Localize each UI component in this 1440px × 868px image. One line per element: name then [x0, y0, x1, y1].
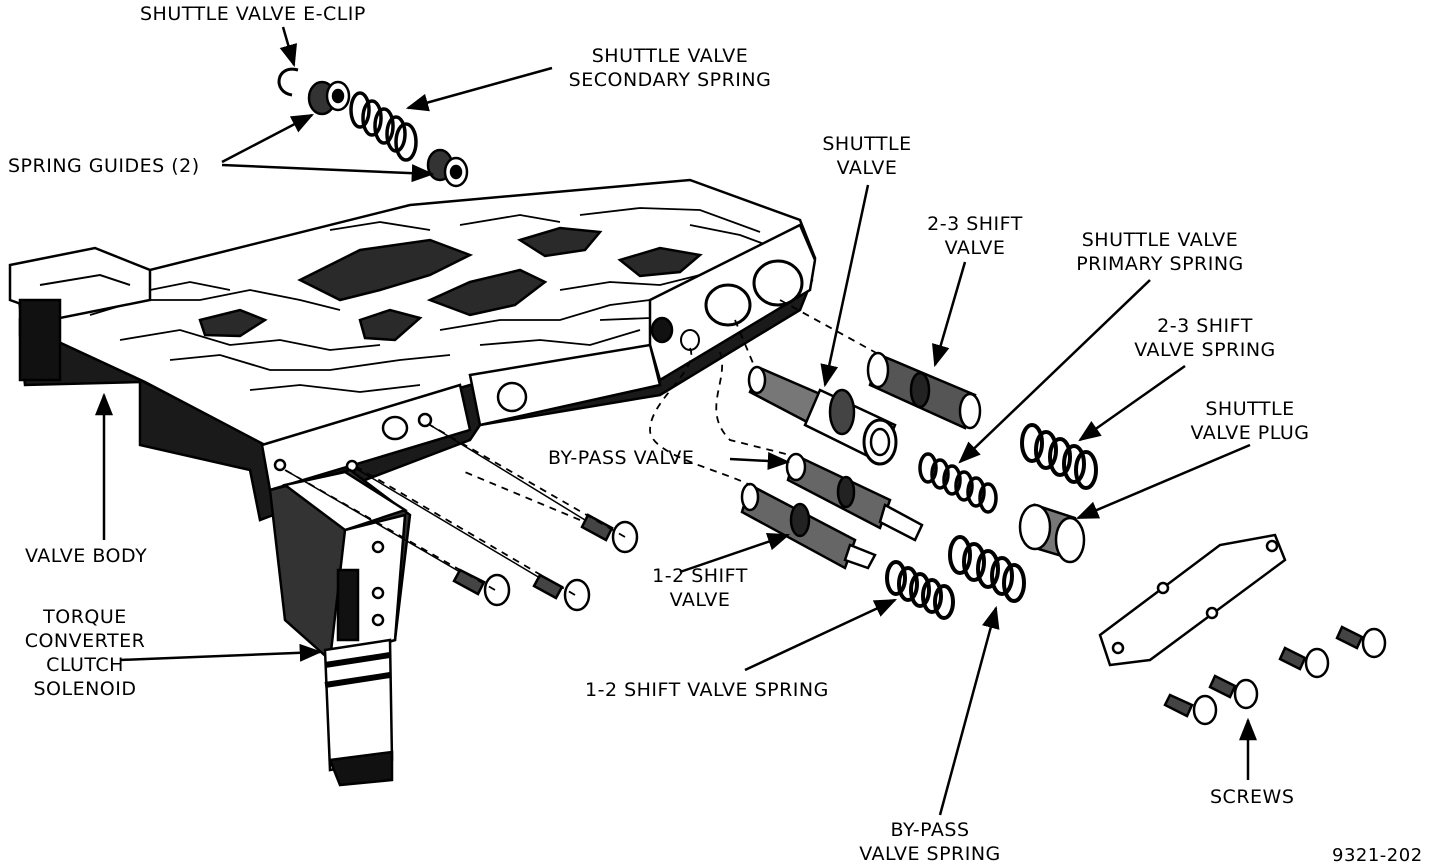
label-line: SHUTTLE VALVE	[1081, 229, 1239, 251]
by-pass-valve-part	[785, 452, 924, 542]
label-line: CLUTCH	[46, 654, 124, 676]
label-line: SHUTTLE	[1205, 398, 1295, 420]
label-shift-valve-1-2: 1-2 SHIFT VALVE	[640, 564, 760, 612]
label-by-pass-valve: BY-PASS VALVE	[548, 447, 695, 469]
label-shuttle-valve: SHUTTLE VALVE	[812, 132, 922, 180]
shift-valve-1-2-part	[740, 482, 877, 570]
label-line: BY-PASS	[890, 819, 970, 841]
shuttle-valve-plug-part	[1018, 503, 1086, 564]
label-line: VALVE PLUG	[1190, 422, 1310, 444]
label-spring-guides: SPRING GUIDES (2)	[8, 155, 200, 177]
shuttle-valve-part	[747, 365, 898, 466]
label-screws: SCREWS	[1210, 786, 1295, 808]
label-line: VALVE	[836, 157, 898, 179]
label-torque-converter-clutch-solenoid: TORQUE CONVERTER CLUTCH SOLENOID	[10, 605, 160, 701]
label-shuttle-valve-e-clip: SHUTTLE VALVE E-CLIP	[140, 3, 366, 25]
label-shift-valve-2-3: 2-3 SHIFT VALVE	[920, 212, 1030, 260]
shuttle-valve-e-clip-part	[277, 67, 299, 97]
valve-body	[8, 178, 817, 522]
label-line: VALVE SPRING	[1134, 339, 1276, 361]
label-shuttle-valve-primary-spring: SHUTTLE VALVE PRIMARY SPRING	[1060, 228, 1260, 276]
label-line: TORQUE	[43, 606, 127, 628]
label-line: VALVE	[669, 589, 731, 611]
shuttle-valve-secondary-spring-part	[349, 91, 418, 162]
leader-arrows	[95, 26, 1257, 816]
label-shuttle-valve-secondary-spring: SHUTTLE VALVE SECONDARY SPRING	[555, 44, 785, 92]
label-line: VALVE SPRING	[859, 843, 1001, 865]
label-line: 1-2 SHIFT	[652, 565, 748, 587]
label-line: SECONDARY SPRING	[568, 69, 772, 91]
label-line: PRIMARY SPRING	[1076, 253, 1244, 275]
label-line: SHUTTLE	[822, 133, 912, 155]
label-shuttle-valve-plug: SHUTTLE VALVE PLUG	[1170, 397, 1330, 445]
label-valve-body: VALVE BODY	[25, 545, 148, 567]
figure-id: 9321-202	[1332, 845, 1423, 866]
by-pass-valve-spring-part	[948, 535, 1026, 603]
spring-guide-upper-part	[307, 80, 351, 116]
shuttle-valve-primary-spring-part	[918, 452, 998, 514]
label-line: CONVERTER	[24, 630, 146, 652]
label-shift-valve-spring-2-3: 2-3 SHIFT VALVE SPRING	[1125, 314, 1285, 362]
label-line: SHUTTLE VALVE	[591, 45, 749, 67]
label-line: VALVE	[944, 237, 1006, 259]
screw-leader-lines	[284, 424, 586, 579]
label-by-pass-valve-spring: BY-PASS VALVE SPRING	[840, 818, 1020, 866]
label-line: 2-3 SHIFT	[1157, 315, 1253, 337]
shift-valve-spring-1-2-part	[885, 560, 955, 620]
label-shift-valve-spring-1-2: 1-2 SHIFT VALVE SPRING	[585, 679, 829, 701]
torque-converter-clutch-solenoid-part	[268, 468, 412, 787]
spring-guide-lower-part	[426, 148, 469, 188]
cover-plate-part	[1098, 533, 1287, 667]
shift-valve-2-3-part	[866, 351, 982, 430]
label-line: SOLENOID	[33, 678, 137, 700]
label-line: 2-3 SHIFT	[927, 213, 1023, 235]
shift-valve-spring-2-3-part	[1020, 423, 1098, 490]
